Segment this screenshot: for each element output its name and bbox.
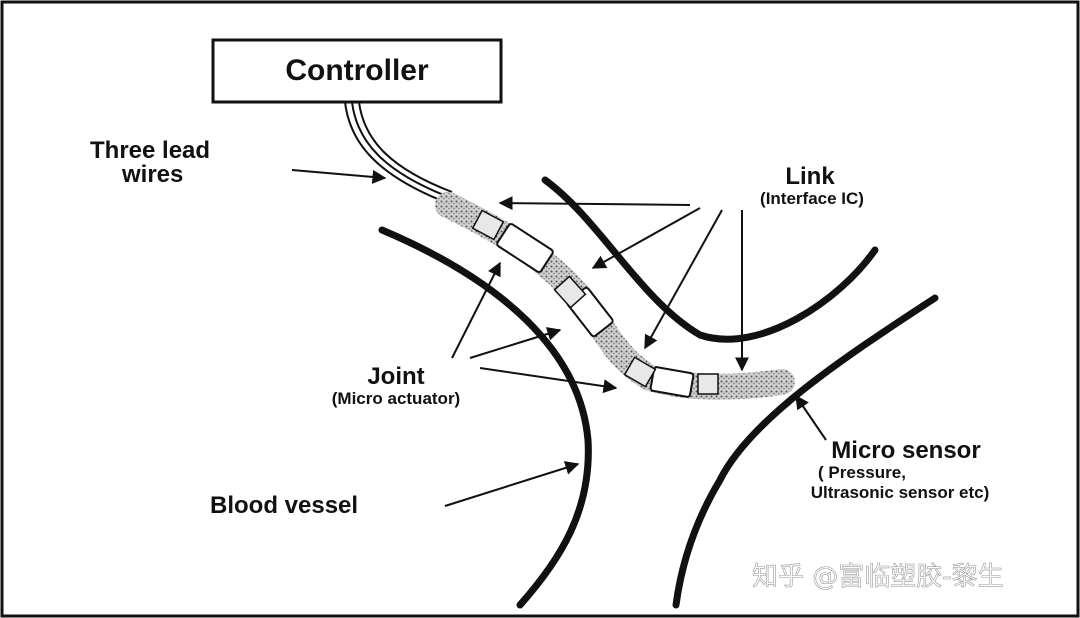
arrow-joint-3: [479, 367, 618, 394]
link-label: Link: [785, 163, 835, 190]
arrow-lead-wires: [291, 169, 387, 184]
joint-sub-label: (Micro actuator): [332, 389, 460, 408]
three-lead-wires-label-line2: wires: [121, 161, 183, 188]
joint-label: Joint: [367, 363, 424, 390]
blood-vessel-label: Blood vessel: [210, 492, 358, 519]
vessel-wall-left: [378, 226, 592, 609]
watermark-text: 知乎 @富临塑胶-黎生: [752, 562, 1004, 592]
arrow-link-1: [498, 196, 691, 211]
arrow-joint-1: [451, 261, 501, 359]
micro-sensor-sub-label-line2: Ultrasonic sensor etc): [811, 483, 990, 502]
vessel-wall-upper: [541, 176, 879, 343]
micro-sensor-sub-label-line1: ( Pressure,: [818, 463, 906, 482]
blood-vessel-walls: [378, 176, 939, 609]
controller-label: Controller: [285, 54, 429, 87]
arrow-link-2: [591, 207, 701, 269]
micro-catheter: [435, 192, 795, 400]
arrow-micro-sensor: [795, 394, 827, 441]
joint-segment: [471, 209, 719, 395]
arrow-joint-2: [469, 327, 562, 359]
micro-sensor-label: Micro sensor: [831, 437, 980, 464]
three-lead-wires-label-line1: Three lead: [90, 137, 210, 164]
arrow-link-3: [644, 209, 723, 350]
lead-wires: [344, 101, 453, 201]
vessel-wall-right: [672, 294, 939, 609]
controller-box: [211, 38, 503, 104]
arrow-blood-vessel: [444, 461, 580, 507]
link-sub-label: (Interface IC): [760, 189, 864, 208]
annotation-arrows: [291, 169, 827, 507]
